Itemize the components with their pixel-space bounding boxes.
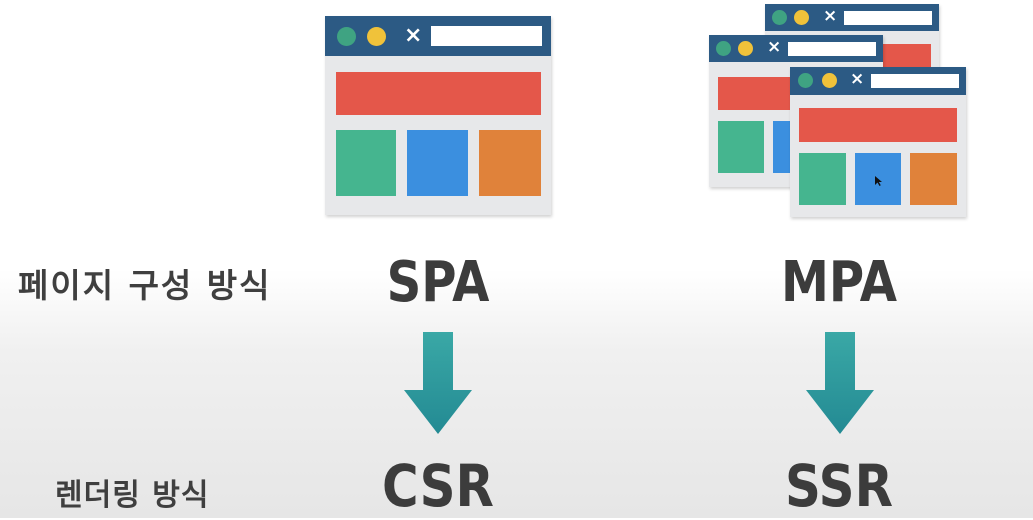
address-bar: [844, 11, 932, 25]
address-bar: [788, 42, 876, 56]
spa-browser-window: ×: [325, 16, 551, 215]
green-dot-icon: [716, 41, 731, 56]
mouse-cursor-icon: [875, 176, 882, 186]
yellow-dot-icon: [822, 73, 837, 88]
yellow-dot-icon: [367, 27, 386, 46]
green-dot-icon: [798, 73, 813, 88]
content-block-green: [718, 121, 764, 173]
close-icon: ×: [850, 69, 865, 89]
spa-label: SPA: [386, 250, 490, 315]
header-block: [799, 108, 957, 142]
mpa-label: MPA: [780, 250, 898, 315]
ssr-label: SSR: [784, 452, 894, 520]
green-dot-icon: [337, 27, 356, 46]
yellow-dot-icon: [794, 10, 809, 25]
header-block: [336, 72, 541, 115]
content-block-green: [336, 130, 396, 196]
close-icon: ×: [823, 6, 838, 26]
down-arrow-icon: [806, 332, 874, 434]
yellow-dot-icon: [738, 41, 753, 56]
content-block-orange: [910, 153, 957, 205]
content-block-green: [799, 153, 846, 205]
csr-label: CSR: [382, 452, 494, 520]
content-block-blue: [407, 130, 468, 196]
row-label-page-structure: 페이지 구성 방식: [18, 266, 272, 305]
content-block-orange: [479, 130, 541, 196]
address-bar: [871, 74, 959, 88]
close-icon: ×: [767, 37, 782, 57]
mpa-browser-window-front: ×: [790, 67, 966, 217]
down-arrow-icon: [404, 332, 472, 434]
green-dot-icon: [772, 10, 787, 25]
close-icon: ×: [404, 23, 423, 48]
row-label-rendering: 렌더링 방식: [55, 478, 210, 513]
address-bar: [431, 26, 542, 46]
